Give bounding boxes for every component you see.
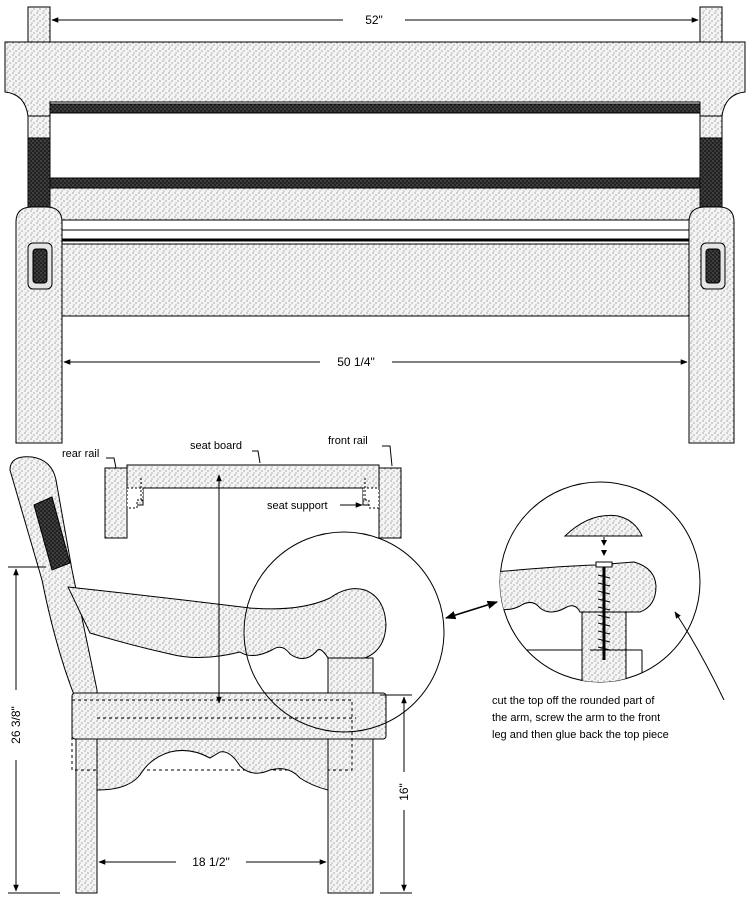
detail-link-arrow	[444, 600, 499, 620]
front-rail-callout: front rail	[328, 435, 393, 467]
front-seat-support	[362, 487, 380, 509]
right-back-post-top	[699, 6, 723, 48]
leg-spacing-label: 18 1/2"	[192, 855, 230, 869]
front-rail-label: front rail	[328, 435, 368, 447]
seat-height-dimension: 16"	[380, 694, 412, 894]
seat-height-label: 16"	[397, 783, 411, 801]
front-rail-piece	[378, 467, 402, 539]
left-post-mid	[27, 115, 51, 139]
rear-rail-label: rear rail	[62, 448, 99, 460]
back-slat	[33, 496, 71, 571]
inner-width-label: 50 1/4"	[337, 355, 375, 369]
detail-note-line-2: the arm, screw the arm to the front	[492, 712, 660, 724]
seat-board-piece	[126, 464, 380, 506]
right-arm-end-inner	[705, 248, 721, 284]
front-view	[4, 6, 746, 444]
back-height-label: 26 3/8"	[9, 706, 23, 744]
left-arm-end-inner	[32, 248, 48, 284]
detail-note: cut the top off the rounded part of the …	[492, 695, 669, 741]
top-back-rail	[4, 41, 746, 117]
overall-width-dimension: 52"	[51, 13, 699, 27]
seat-board-callout: seat board	[190, 440, 261, 464]
upper-back-bar	[49, 103, 701, 114]
seat-support-callout: seat support	[267, 500, 363, 512]
detail-view	[499, 481, 701, 683]
left-front-leg	[15, 206, 63, 444]
detail-note-line-3: leg and then glue back the top piece	[492, 729, 669, 741]
rear-rail-piece	[104, 467, 128, 539]
front-apron	[61, 243, 690, 317]
middle-back-bar	[49, 177, 701, 189]
detail-screw	[595, 561, 613, 660]
detail-arm-top-piece	[563, 514, 643, 537]
side-apron	[96, 738, 329, 791]
right-post-mid	[699, 115, 723, 139]
seat-support-label: seat support	[267, 500, 328, 512]
seat-section	[104, 464, 402, 539]
detail-note-line-1: cut the top off the rounded part of	[492, 695, 655, 707]
leg-spacing-dimension: 18 1/2"	[98, 855, 327, 869]
front-rail-face	[61, 229, 690, 245]
detail-arm	[500, 561, 657, 613]
seat-board-label: seat board	[190, 440, 242, 452]
overall-width-label: 52"	[365, 13, 383, 27]
detail-callout-circle	[243, 531, 445, 733]
rear-seat-support	[126, 487, 144, 509]
back-height-dimension: 26 3/8"	[8, 566, 60, 894]
side-view	[9, 456, 387, 894]
right-front-leg	[688, 206, 735, 444]
left-post-dark	[27, 137, 51, 209]
arm	[67, 586, 387, 659]
note-pointer	[674, 611, 725, 701]
right-post-dark	[699, 137, 723, 209]
rear-rail-callout: rear rail	[62, 448, 117, 469]
seat-frame-dashed	[71, 699, 353, 771]
back-panel	[49, 112, 701, 179]
inner-width-dimension: 50 1/4"	[63, 355, 688, 369]
front-seat-board	[49, 187, 701, 221]
left-back-post-top	[27, 6, 51, 48]
